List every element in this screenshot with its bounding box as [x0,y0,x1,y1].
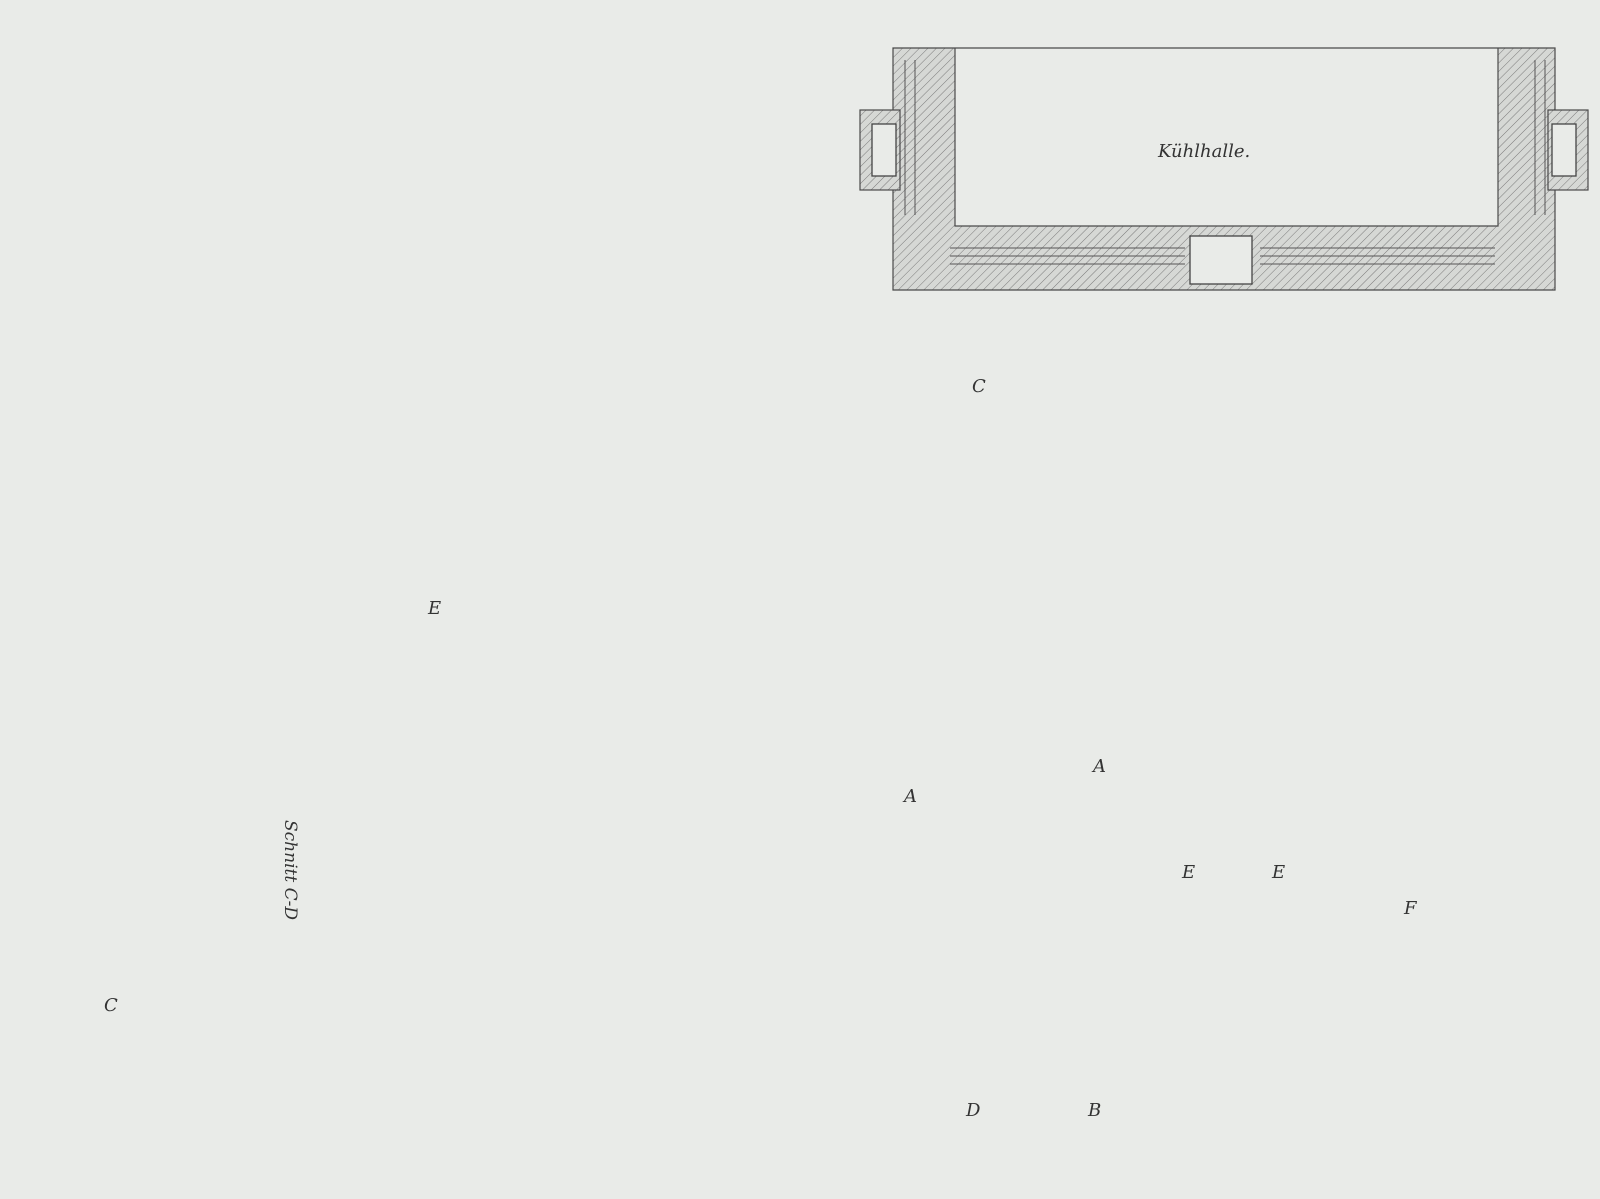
cooling-hall [859,47,1589,291]
section-mark-a: A [1093,756,1106,777]
section-mark-e: E [428,598,442,619]
cooler-e1-label: E [1182,862,1196,883]
section-mark-b: B [1088,1100,1102,1121]
section-mark-d: D [966,1100,981,1121]
machine-a-label: A [904,786,917,807]
cooling-hall-label: Kühlhalle. [1158,141,1251,162]
section-mark-c: C [972,376,986,397]
cooler-e2-label: E [1272,862,1286,883]
wheel-c-label: C [104,995,118,1016]
section-mark-f: F [1404,898,1417,919]
section-title: Schnitt C-D [280,820,300,920]
